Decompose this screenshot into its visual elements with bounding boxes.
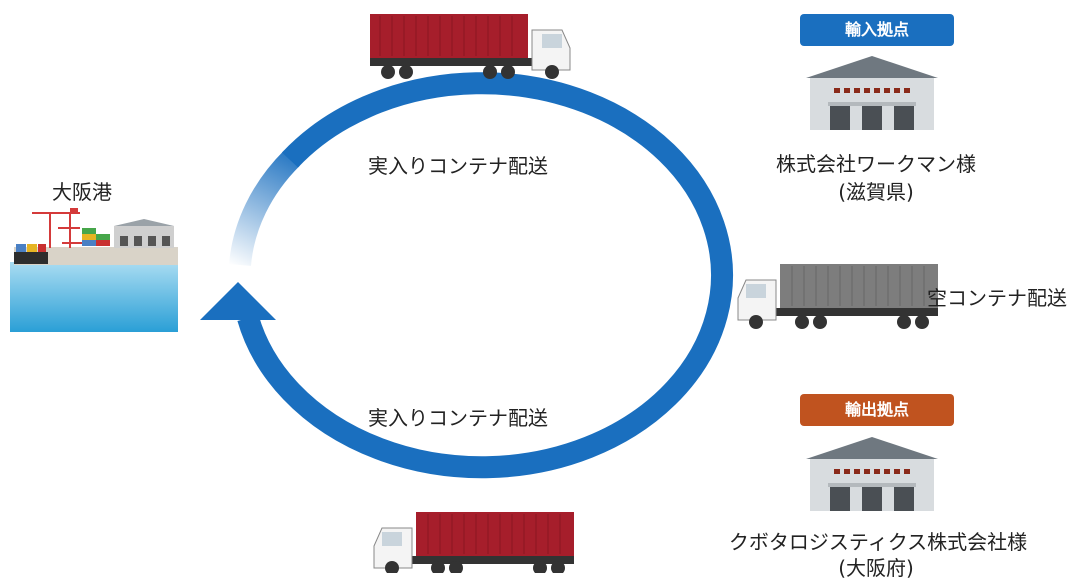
crane-icons: [32, 212, 82, 248]
quay: [14, 247, 178, 265]
cycle-arc-fade: [229, 150, 300, 267]
port-warehouse: [114, 226, 174, 248]
export-base-badge: 輸出拠点: [800, 394, 954, 426]
port-illustration: [10, 208, 178, 332]
cycle-arrow: [200, 72, 733, 479]
export-company: クボタロジスティクス株式会社様: [728, 530, 1028, 554]
cycle-arc: [237, 72, 733, 479]
warehouse-import: [806, 56, 938, 130]
import-base-badge: 輸入拠点: [800, 14, 954, 46]
sea: [10, 262, 178, 332]
full-container: [370, 14, 528, 58]
warehouse-export: [806, 437, 938, 511]
truck-full-bottom: [373, 512, 574, 573]
port-label: 大阪港: [52, 180, 112, 204]
flow-label-top: 実入りコンテナ配送: [368, 154, 548, 178]
import-region: (滋賀県): [838, 180, 914, 204]
truck-empty: [737, 264, 938, 329]
flow-label-bottom: 実入りコンテナ配送: [368, 406, 548, 430]
ship-hull: [14, 252, 48, 264]
export-region: (大阪府): [838, 556, 914, 580]
truck-full-top: [370, 14, 571, 79]
cycle-arrowhead: [200, 282, 276, 320]
flow-label-empty: 空コンテナ配送: [927, 286, 1067, 310]
import-company: 株式会社ワークマン様: [776, 152, 976, 176]
